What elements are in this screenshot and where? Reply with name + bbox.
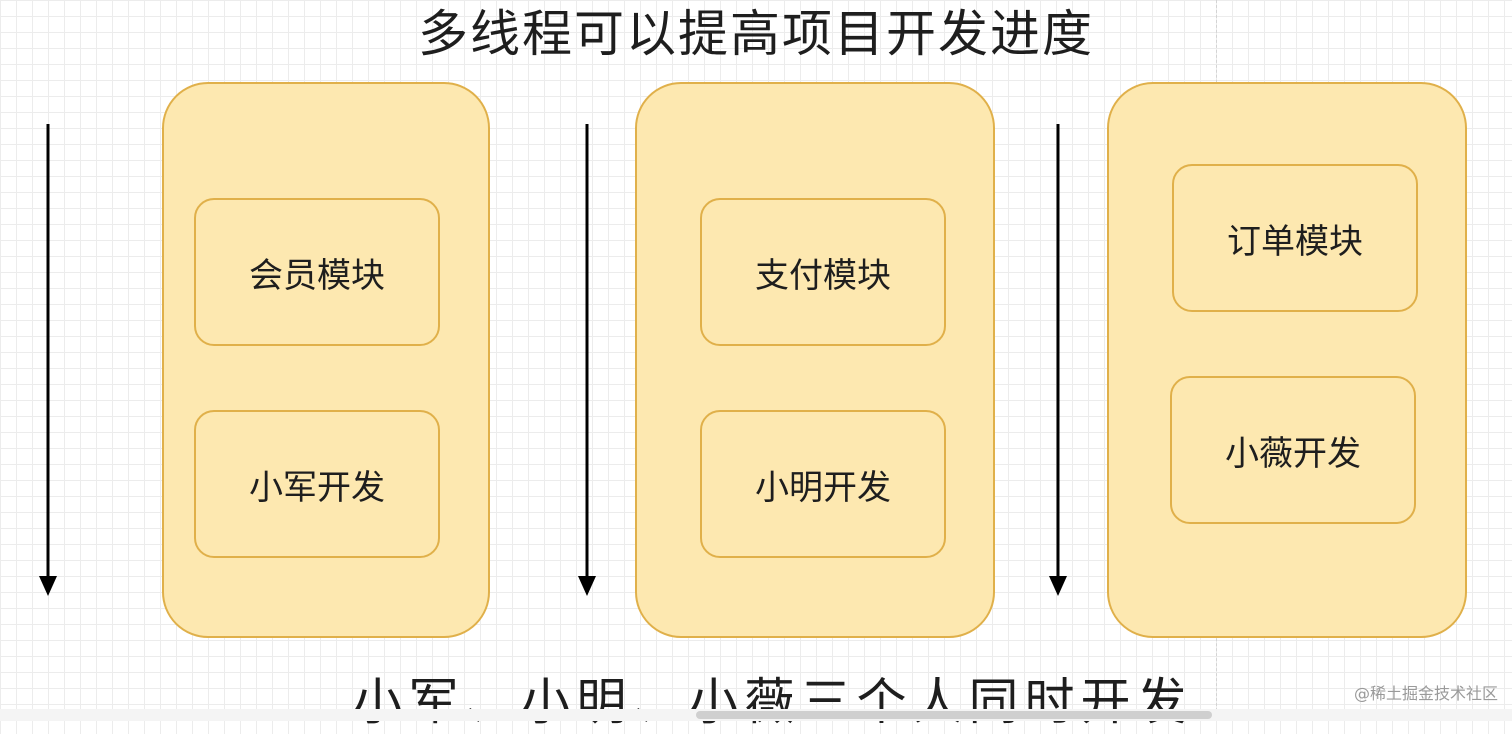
timeline-arrow-1 xyxy=(39,124,57,596)
developer-box-xiaoming[interactable]: 小明开发 xyxy=(700,410,946,558)
developer-box-xiaowei[interactable]: 小薇开发 xyxy=(1170,376,1416,524)
timeline-arrow-3 xyxy=(1049,124,1067,596)
diagram-caption: 小军、小明、小薇三个人同时开发 xyxy=(352,673,1193,731)
scrollbar-thumb[interactable] xyxy=(696,711,1212,719)
diagram-title: 多线程可以提高项目开发进度 xyxy=(418,5,1094,63)
module-box-member[interactable]: 会员模块 xyxy=(194,198,440,346)
developer-box-xiaojun[interactable]: 小军开发 xyxy=(194,410,440,558)
watermark: @稀土掘金技术社区 xyxy=(1353,684,1498,703)
timeline-arrow-2 xyxy=(578,124,596,596)
module-box-payment[interactable]: 支付模块 xyxy=(700,198,946,346)
module-box-order[interactable]: 订单模块 xyxy=(1172,164,1418,312)
